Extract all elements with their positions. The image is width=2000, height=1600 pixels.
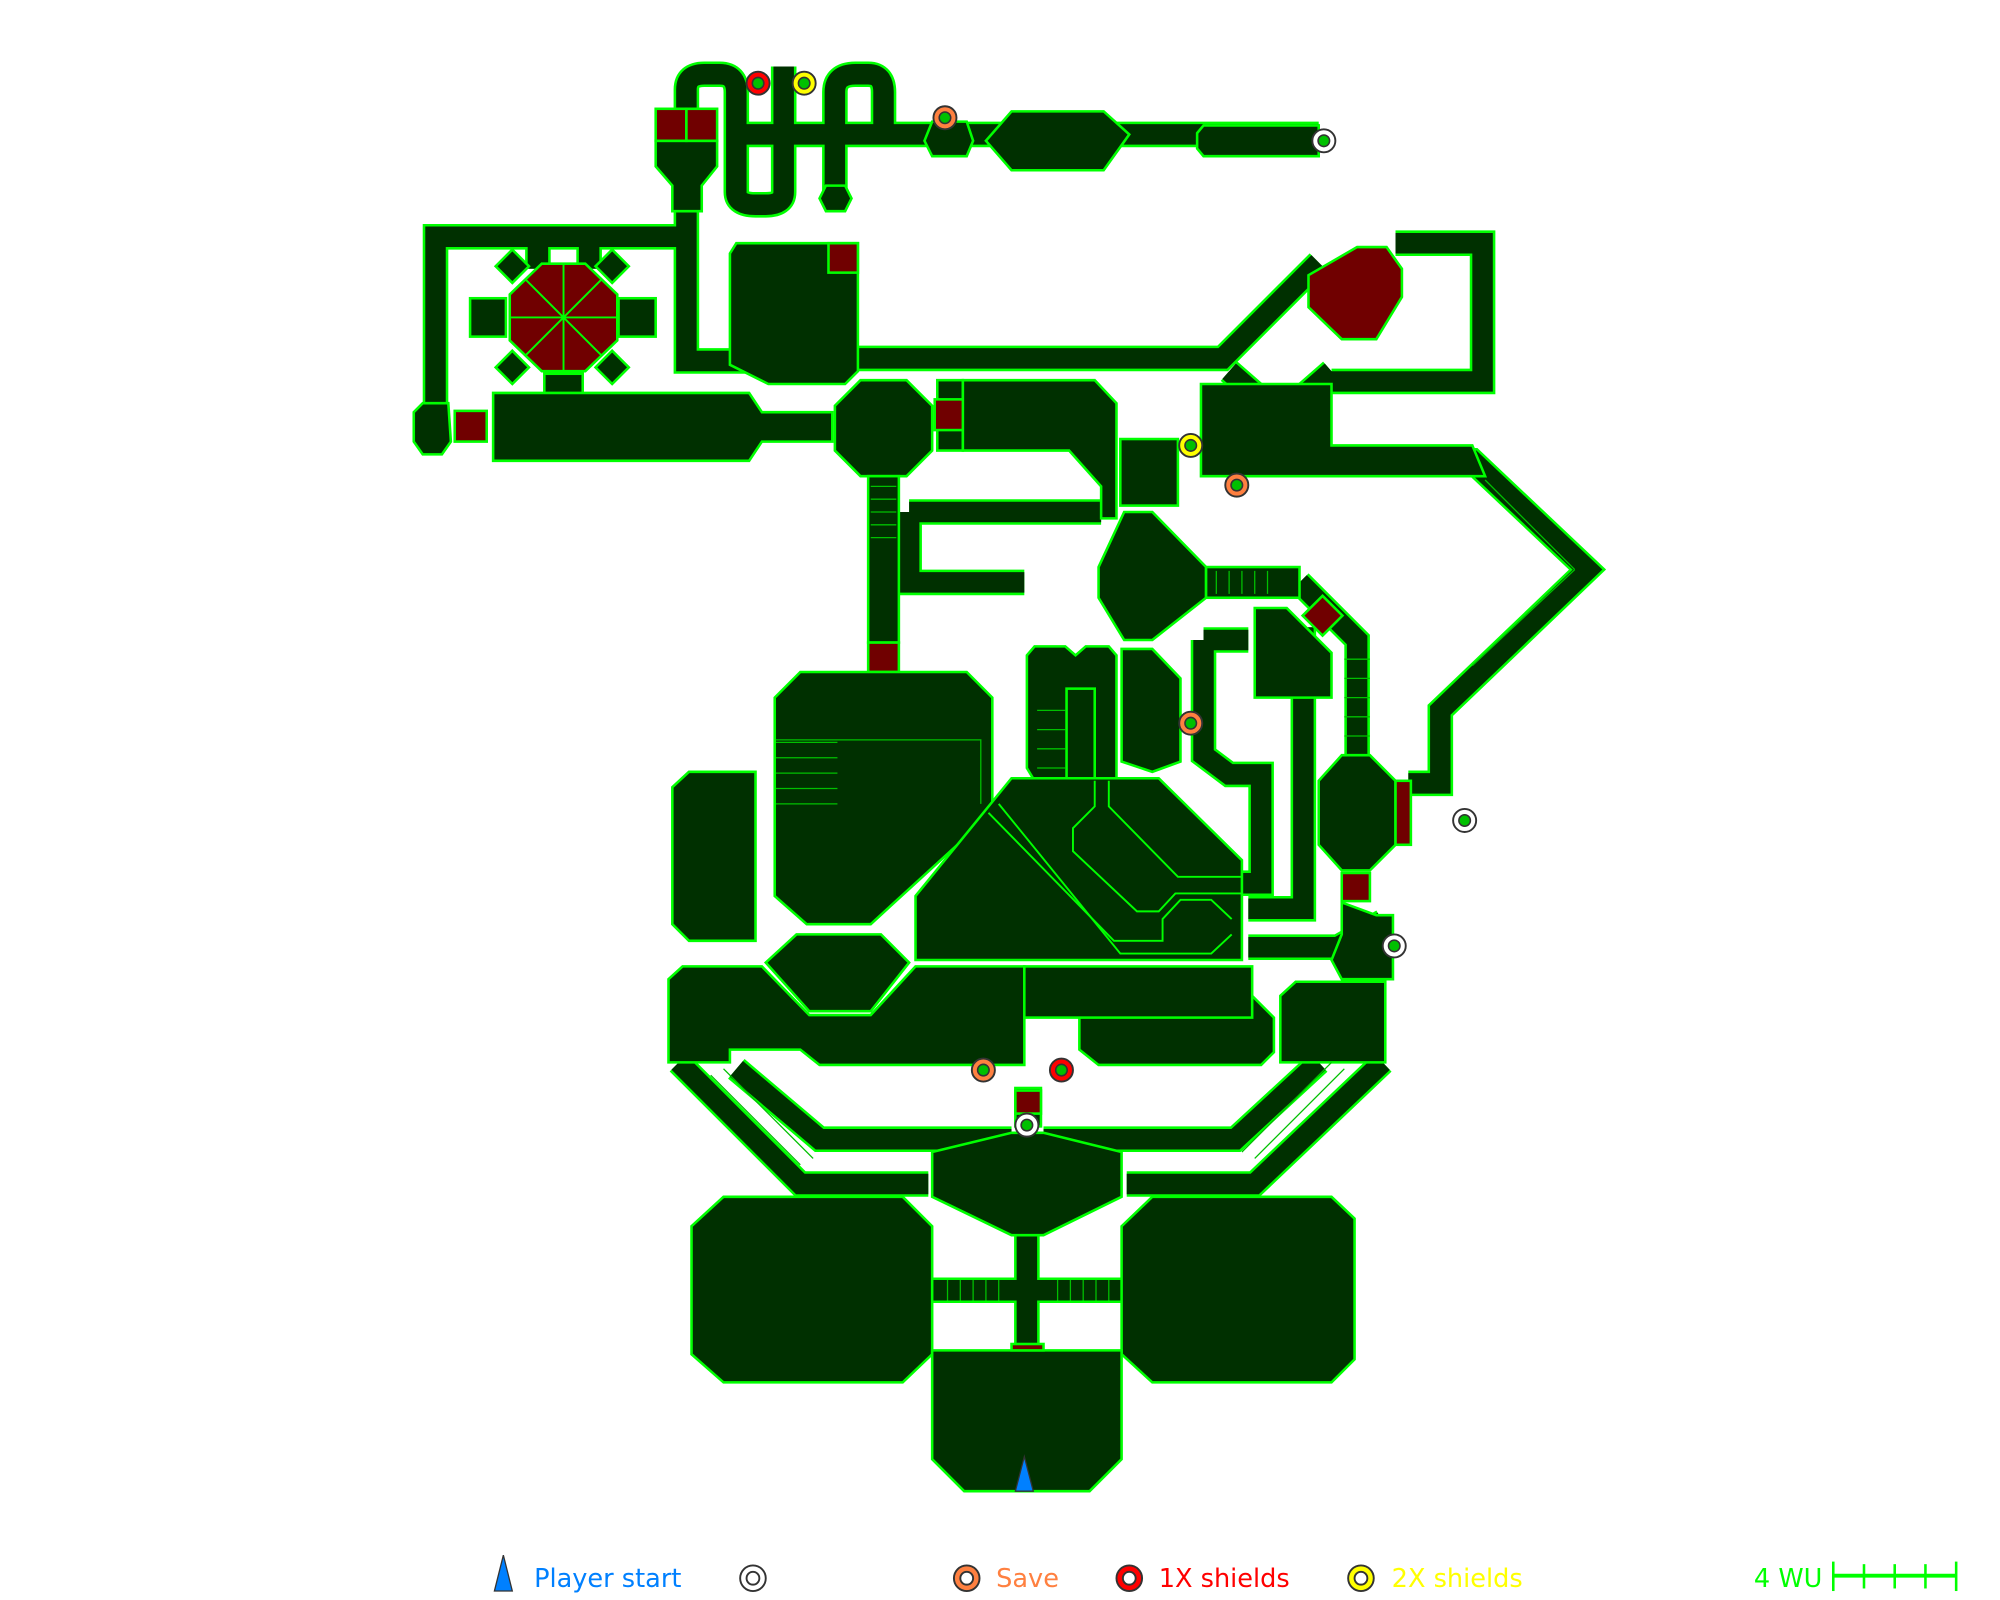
- stairs: [710, 479, 1576, 1301]
- long-hall: [491, 391, 834, 463]
- legend-save: Save: [996, 1564, 1059, 1594]
- west-side-room: [671, 770, 757, 943]
- diamond-hall: [1097, 510, 1208, 642]
- save-marker: [970, 1057, 996, 1083]
- stem-hazard: [1010, 1342, 1045, 1352]
- teleport-marker: [1014, 1112, 1040, 1138]
- north-corridor-hazard: [933, 398, 966, 432]
- south-hex: [763, 933, 911, 1013]
- stair-bridge: [1204, 565, 1301, 600]
- rooms: [412, 107, 1576, 1493]
- scale-bar: [1832, 1561, 1958, 1592]
- legend-scale-label: 4 WU: [1754, 1564, 1822, 1594]
- player-start-marker: [1014, 1454, 1035, 1492]
- save-marker: [1178, 710, 1204, 736]
- corridor-floor: [425, 226, 687, 423]
- corridor-floor: [1126, 1054, 1390, 1195]
- triangle-hall: [914, 776, 1244, 962]
- south-east-wing: [1279, 980, 1387, 1064]
- central-octagon: [833, 378, 934, 478]
- corridor-floor: [676, 64, 794, 216]
- central-hub: [930, 1131, 1123, 1237]
- east-octagon: [1317, 753, 1397, 872]
- east-octagon-south-hazard: [1340, 871, 1372, 903]
- corridor-floor: [824, 64, 894, 205]
- legend: Player start Save 1X shields 2X shields …: [493, 1555, 1958, 1594]
- tower-inner: [1065, 687, 1096, 783]
- east-block: [1253, 606, 1333, 699]
- item-markers: [745, 70, 1478, 1138]
- shields-2x-icon: [1347, 1564, 1375, 1592]
- triangle-hall-walls: [987, 780, 1242, 955]
- corridor-floor: [1043, 1054, 1326, 1150]
- north-central-hazard: [827, 241, 860, 274]
- teleport-marker: [1452, 808, 1478, 833]
- shields-2x-marker: [791, 70, 817, 96]
- shields-1x-icon: [1115, 1564, 1144, 1592]
- side-room-east: [617, 296, 657, 338]
- east-room: [1199, 382, 1488, 478]
- l-room: [961, 378, 1118, 520]
- shields-2x-marker: [1178, 432, 1204, 458]
- corridor-floor: [729, 1060, 1012, 1150]
- legend-shields-2x: 2X shields: [1392, 1564, 1523, 1594]
- diamond-se: [593, 348, 631, 386]
- shields-1x-marker: [745, 70, 771, 96]
- nw-shaft: [654, 139, 719, 213]
- south-west-wing: [667, 965, 1026, 1067]
- ne-hazard-room: [1307, 245, 1404, 341]
- shaft-south: [866, 474, 901, 644]
- start-room: [930, 1349, 1123, 1493]
- nw-hazard-a: [654, 107, 688, 143]
- east-arm: [1330, 900, 1395, 981]
- player-start-icon: [493, 1555, 514, 1592]
- top-small-room: [923, 120, 975, 158]
- central-link: [1023, 965, 1254, 1019]
- small-pod: [818, 184, 853, 213]
- octagon-spokes: [509, 263, 618, 372]
- top-end-room: [1195, 124, 1320, 158]
- legend-player-start: Player start: [534, 1564, 681, 1594]
- shaft-hazard: [866, 641, 901, 674]
- save-marker: [932, 105, 958, 131]
- top-hex-room: [984, 110, 1131, 172]
- diamond-sw: [493, 348, 531, 386]
- side-room-west: [468, 296, 508, 338]
- south-of-diamond: [1120, 647, 1182, 774]
- teleport-icon: [739, 1564, 767, 1592]
- corridor-floor: [1248, 627, 1314, 920]
- corridor-floor: [898, 501, 1102, 593]
- corridor-floor: [1193, 629, 1272, 894]
- teleport-marker: [1381, 933, 1407, 959]
- junction-hazard: [1014, 1089, 1043, 1115]
- west-hazard: [453, 409, 488, 443]
- corridor-floor: [857, 255, 1326, 369]
- legend-shields-1x: 1X shields: [1159, 1564, 1290, 1594]
- ne-cell: [1119, 437, 1180, 507]
- diamond-ne: [593, 247, 631, 285]
- shields-1x-marker: [1048, 1057, 1074, 1083]
- far-west-room: [412, 401, 453, 456]
- save-marker: [1224, 472, 1250, 498]
- nw-hazard-b: [685, 107, 719, 143]
- big-west-room: [773, 670, 994, 926]
- diamond-nw: [493, 247, 531, 285]
- sw-big-room: [690, 1195, 934, 1384]
- teleport-marker: [1311, 128, 1337, 154]
- save-icon: [952, 1564, 981, 1592]
- se-big-room: [1120, 1195, 1356, 1384]
- corridor-floor: [671, 1055, 929, 1195]
- corridor-floor: [1331, 232, 1493, 392]
- east-octagon-hazard: [1394, 779, 1413, 847]
- corridor-wall: [896, 499, 1102, 596]
- stair-hazard: [1300, 593, 1345, 638]
